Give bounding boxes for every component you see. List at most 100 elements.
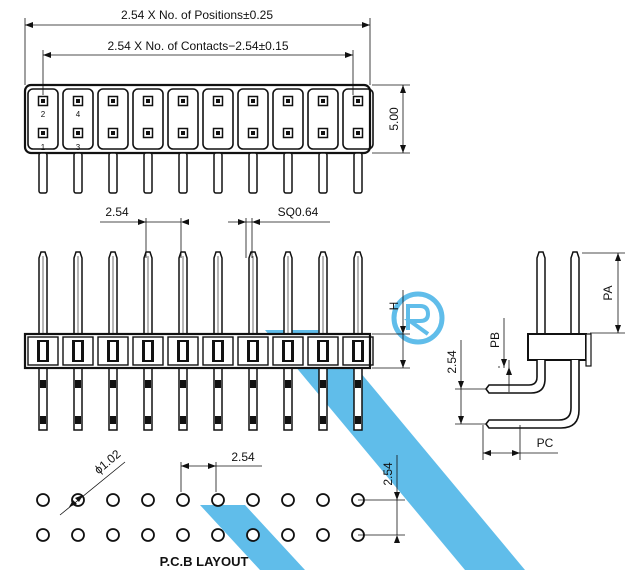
pin-square-core [216, 131, 220, 135]
pin-tail [108, 152, 118, 194]
side-pin-upper [570, 251, 580, 334]
housing-segment [307, 336, 339, 366]
housing-pin [320, 342, 326, 360]
pcb-hole [176, 493, 190, 507]
housing-pin [250, 342, 256, 360]
housing-cell [202, 88, 234, 150]
pin-square-core [251, 99, 255, 103]
pin-mark [215, 416, 221, 424]
side-pin-upper [536, 251, 546, 334]
front-view [23, 251, 374, 431]
pc-label: PC [537, 436, 554, 450]
pcb-hole [316, 493, 330, 507]
pin-tail [38, 152, 48, 194]
pcb-layout-title: P.C.B LAYOUT [160, 554, 249, 569]
pin-mark [110, 380, 116, 388]
pcb-hole [316, 528, 330, 542]
pin-mark [355, 416, 361, 424]
pin-square-core [181, 99, 185, 103]
pin-square-core [41, 99, 45, 103]
pin-tail [143, 152, 153, 194]
pin-tail [248, 152, 258, 194]
side-dimensions: PA PB 2.54 PC [445, 252, 625, 460]
housing-cell [272, 88, 304, 150]
pin-square-core [181, 131, 185, 135]
housing-cell [167, 88, 199, 150]
housing-cell [237, 88, 269, 150]
pin-mark [180, 380, 186, 388]
housing-segment [132, 336, 164, 366]
housing-segment [237, 336, 269, 366]
pcb-hole [211, 493, 225, 507]
pcb-hole [176, 528, 190, 542]
pin-mark [215, 380, 221, 388]
housing-segment [62, 336, 94, 366]
pitch-side-label: 2.54 [105, 205, 129, 219]
pin-mark [145, 380, 151, 388]
pcb-pitch-vertical-label: 2.54 [381, 462, 395, 486]
housing-pin [110, 342, 116, 360]
side-view [485, 251, 592, 429]
housing-segment [97, 336, 129, 366]
pin-square-label: SQ0.64 [278, 205, 319, 219]
housing-cell [97, 88, 129, 150]
front-dimensions: 2.54 SQ0.64 H [100, 205, 410, 369]
pin-mark [250, 416, 256, 424]
pcb-hole [141, 493, 155, 507]
housing-pin [75, 342, 81, 360]
total-length-label: 2.54 X No. of Positions±0.25 [121, 8, 273, 22]
pin-square-core [146, 99, 150, 103]
housing-segment [342, 336, 374, 366]
side-housing-lip [585, 333, 592, 367]
housing-pin [40, 342, 46, 360]
pin-mark [145, 416, 151, 424]
pin-number-1: 1 [41, 143, 46, 152]
housing-cell [62, 88, 94, 150]
housing-pin [285, 342, 291, 360]
side-pin-bent-long [485, 360, 580, 429]
pin-square-core [111, 99, 115, 103]
contact-span-label: 2.54 X No. of Contacts−2.54±0.15 [107, 39, 288, 53]
pcb-hole [106, 493, 120, 507]
side-housing [527, 333, 587, 361]
pin-square-core [251, 131, 255, 135]
h-label: H [387, 302, 401, 311]
pb-label: PB [488, 332, 502, 348]
pcb-pitch-horizontal-label: 2.54 [231, 450, 255, 464]
side-pin-bent-short [485, 360, 546, 394]
housing-pin [355, 342, 361, 360]
pin-tail [353, 152, 363, 194]
pin-square-core [216, 99, 220, 103]
housing-segment [202, 336, 234, 366]
pin-tail [213, 152, 223, 194]
top-dimensions: 2.54 X No. of Positions±0.25 2.54 X No. … [24, 8, 410, 154]
pin-square-core [76, 131, 80, 135]
housing-cell [307, 88, 339, 150]
pin-tail [178, 152, 188, 194]
pcb-layout [36, 493, 365, 542]
housing-pin [145, 342, 151, 360]
pin-square-core [321, 99, 325, 103]
pin-square-core [356, 99, 360, 103]
pin-mark [180, 416, 186, 424]
pcb-hole [71, 528, 85, 542]
housing-segment [27, 336, 59, 366]
pin-mark [250, 380, 256, 388]
housing-outline [23, 83, 372, 155]
height-500-label: 5.00 [387, 107, 401, 131]
pin-mark [285, 380, 291, 388]
pin-tail [283, 152, 293, 194]
pin-mark [75, 416, 81, 424]
pcb-dimensions: ϕ1.02 2.54 2.54 P.C.B LAYOUT [59, 447, 405, 569]
housing-segment [167, 336, 199, 366]
top-view [23, 83, 374, 194]
pin-mark [355, 380, 361, 388]
pin-square-core [356, 131, 360, 135]
pin-mark [40, 380, 46, 388]
pin-mark [320, 380, 326, 388]
housing-segment [272, 336, 304, 366]
pin-square-core [286, 131, 290, 135]
pcb-hole [141, 528, 155, 542]
